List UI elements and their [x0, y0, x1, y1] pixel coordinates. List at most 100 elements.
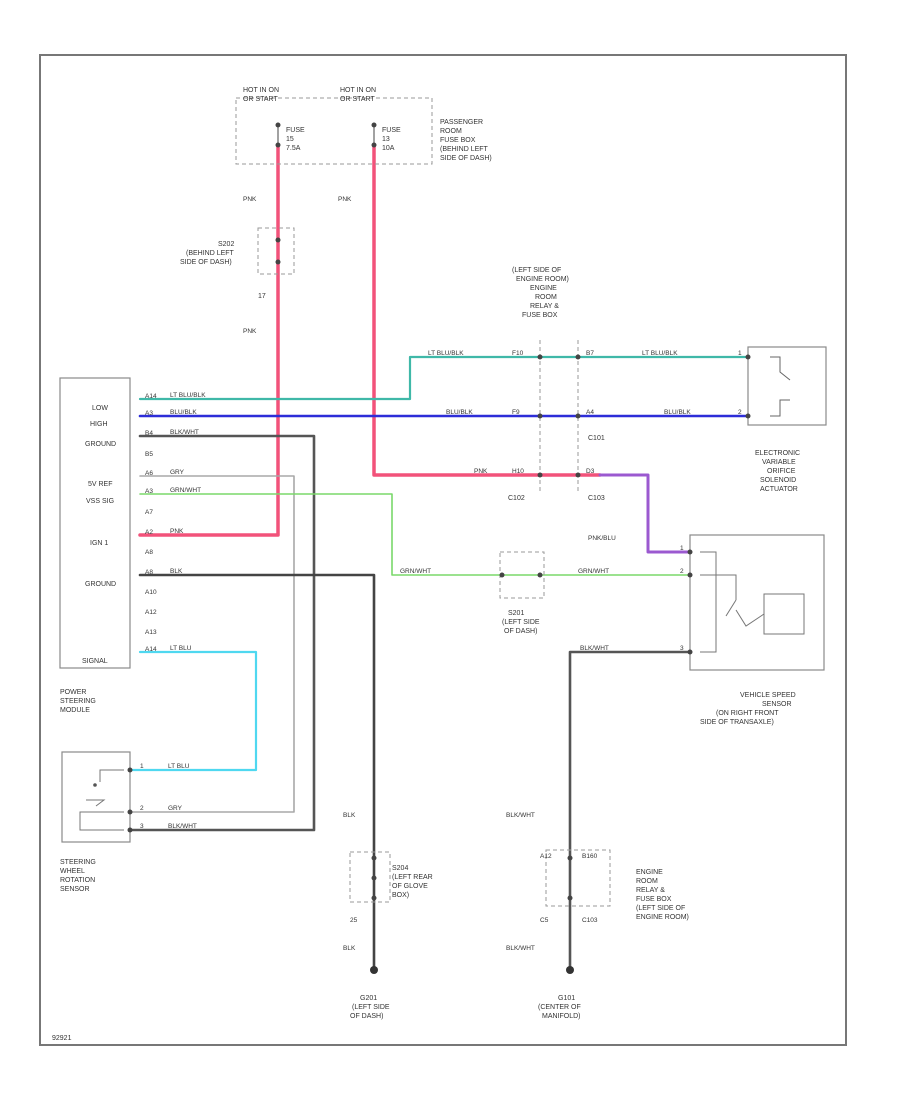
- svg-text:7.5A: 7.5A: [286, 145, 301, 152]
- wire-label-blk-wht-s: BLK/WHT: [168, 823, 197, 830]
- svg-text:A2: A2: [145, 529, 153, 536]
- svg-text:WHEEL: WHEEL: [60, 868, 85, 875]
- svg-text:SOLENOID: SOLENOID: [760, 477, 796, 484]
- svg-text:HOT IN ON: HOT IN ON: [340, 87, 376, 94]
- svg-text:17: 17: [258, 293, 266, 300]
- svg-text:(LEFT REAR: (LEFT REAR: [392, 874, 433, 881]
- svg-text:ENGINE: ENGINE: [636, 869, 663, 876]
- wire-blk-wht-module: [128, 434, 316, 832]
- svg-text:1: 1: [680, 545, 684, 552]
- svg-text:B4: B4: [145, 430, 153, 437]
- wire-label-grn-wht-m: GRN/WHT: [170, 487, 201, 494]
- steering-wheel-rotation-sensor: 1 2 3 STEERING WHEEL ROTATION SENSOR: [60, 751, 144, 893]
- svg-text:FUSE BOX: FUSE BOX: [636, 896, 672, 903]
- wire-pnk-blu: [598, 473, 692, 554]
- svg-text:25: 25: [350, 917, 358, 924]
- svg-text:SENSOR: SENSOR: [60, 886, 90, 893]
- svg-text:BLK/WHT: BLK/WHT: [506, 812, 535, 819]
- svg-text:LOW: LOW: [92, 405, 108, 412]
- power-steering-module: LOW HIGH GROUND 5V REF VSS SIG IGN 1 GRO…: [59, 377, 157, 714]
- svg-text:BLK/WHT: BLK/WHT: [506, 945, 535, 952]
- svg-text:3: 3: [680, 645, 684, 652]
- wire-label-pnk-blu: PNK/BLU: [588, 535, 616, 542]
- svg-text:ROTATION: ROTATION: [60, 877, 95, 884]
- diagram-id: 92921: [52, 1035, 72, 1042]
- wire-label-lt-blu-blk-m: LT BLU/BLK: [170, 392, 206, 399]
- wire-label-grn-wht-2: GRN/WHT: [578, 568, 609, 575]
- svg-text:1: 1: [140, 763, 144, 770]
- svg-text:(CENTER OF: (CENTER OF: [538, 1004, 581, 1011]
- svg-text:ROOM: ROOM: [636, 878, 658, 885]
- svg-text:SIGNAL: SIGNAL: [82, 658, 108, 665]
- wire-label-pnk-1: PNK: [243, 196, 257, 203]
- svg-text:C103: C103: [582, 917, 598, 924]
- svg-text:C103: C103: [588, 495, 605, 502]
- svg-text:3: 3: [140, 823, 144, 830]
- svg-text:ENGINE: ENGINE: [530, 285, 557, 292]
- svg-text:A8: A8: [145, 549, 153, 556]
- ground-g101: G101 (CENTER OF MANIFOLD): [538, 966, 581, 1020]
- svg-text:G101: G101: [558, 995, 575, 1002]
- svg-text:BLK: BLK: [343, 945, 356, 952]
- svg-text:PASSENGER: PASSENGER: [440, 119, 483, 126]
- svg-text:A10: A10: [145, 589, 157, 596]
- wire-gry: [129, 475, 295, 813]
- svg-text:A3: A3: [145, 488, 153, 495]
- splice-s201: S201 (LEFT SIDE OF DASH): [499, 551, 545, 635]
- diagram-frame: [39, 54, 847, 1046]
- svg-text:F9: F9: [512, 409, 520, 416]
- svg-text:1: 1: [738, 350, 742, 357]
- svg-text:MODULE: MODULE: [60, 707, 90, 714]
- svg-text:OF GLOVE: OF GLOVE: [392, 883, 428, 890]
- wire-label-gry-s: GRY: [168, 805, 183, 812]
- svg-text:A4: A4: [586, 409, 594, 416]
- svg-text:S204: S204: [392, 865, 408, 872]
- wire-label-gry-m: GRY: [170, 469, 185, 476]
- svg-text:G201: G201: [360, 995, 377, 1002]
- svg-text:OR START: OR START: [340, 96, 375, 103]
- engine-room-relay-box-bottom: BLK/WHT A12 B160 C5 C103 ENGINE ROOM REL…: [506, 812, 689, 952]
- svg-text:VSS SIG: VSS SIG: [86, 498, 114, 505]
- wire-label-lt-blu-blk-2: LT BLU/BLK: [642, 350, 678, 357]
- svg-text:15: 15: [286, 136, 294, 143]
- svg-text:C102: C102: [508, 495, 525, 502]
- svg-text:BLK: BLK: [343, 812, 356, 819]
- svg-text:ROOM: ROOM: [440, 128, 462, 135]
- svg-text:(LEFT SIDE OF: (LEFT SIDE OF: [636, 905, 685, 912]
- svg-text:D3: D3: [586, 468, 595, 475]
- svg-text:A12: A12: [540, 853, 552, 860]
- svg-text:C101: C101: [588, 435, 605, 442]
- svg-text:(ON RIGHT FRONT: (ON RIGHT FRONT: [716, 710, 779, 717]
- wire-label-blu-blk-2: BLU/BLK: [664, 409, 691, 416]
- svg-text:SIDE OF DASH): SIDE OF DASH): [440, 155, 492, 162]
- wire-label-lt-blu-m: LT BLU: [170, 645, 192, 652]
- svg-text:FUSE: FUSE: [286, 127, 305, 134]
- svg-text:10A: 10A: [382, 145, 395, 152]
- wire-lt-blu: [128, 650, 258, 772]
- svg-text:2: 2: [680, 568, 684, 575]
- vehicle-speed-sensor: 1 2 3 VEHICLE SPEED SENSOR (ON RIGHT FRO…: [680, 534, 825, 726]
- wire-label-pnk-m: PNK: [170, 528, 184, 535]
- svg-text:A7: A7: [145, 509, 153, 516]
- svg-text:SIDE OF TRANSAXLE): SIDE OF TRANSAXLE): [700, 719, 774, 726]
- svg-text:SENSOR: SENSOR: [762, 701, 792, 708]
- svg-text:OR START: OR START: [243, 96, 278, 103]
- wire-label-blu-blk-m: BLU/BLK: [170, 409, 197, 416]
- svg-text:2: 2: [140, 805, 144, 812]
- wire-blk-wht-vss: [568, 650, 692, 972]
- svg-text:RELAY &: RELAY &: [530, 303, 559, 310]
- svg-text:ELECTRONIC: ELECTRONIC: [755, 450, 800, 457]
- svg-text:B5: B5: [145, 451, 153, 458]
- svg-text:A12: A12: [145, 609, 157, 616]
- svg-text:F10: F10: [512, 350, 524, 357]
- wire-label-pnk-2: PNK: [338, 196, 352, 203]
- svg-text:HIGH: HIGH: [90, 421, 108, 428]
- svg-text:FUSE BOX: FUSE BOX: [522, 312, 558, 319]
- wires: [128, 143, 750, 972]
- svg-text:A14: A14: [145, 646, 157, 653]
- svg-text:H10: H10: [512, 468, 524, 475]
- wire-lt-blu-blk: [138, 355, 750, 401]
- wire-label-lt-blu-blk-1: LT BLU/BLK: [428, 350, 464, 357]
- svg-text:ROOM: ROOM: [535, 294, 557, 301]
